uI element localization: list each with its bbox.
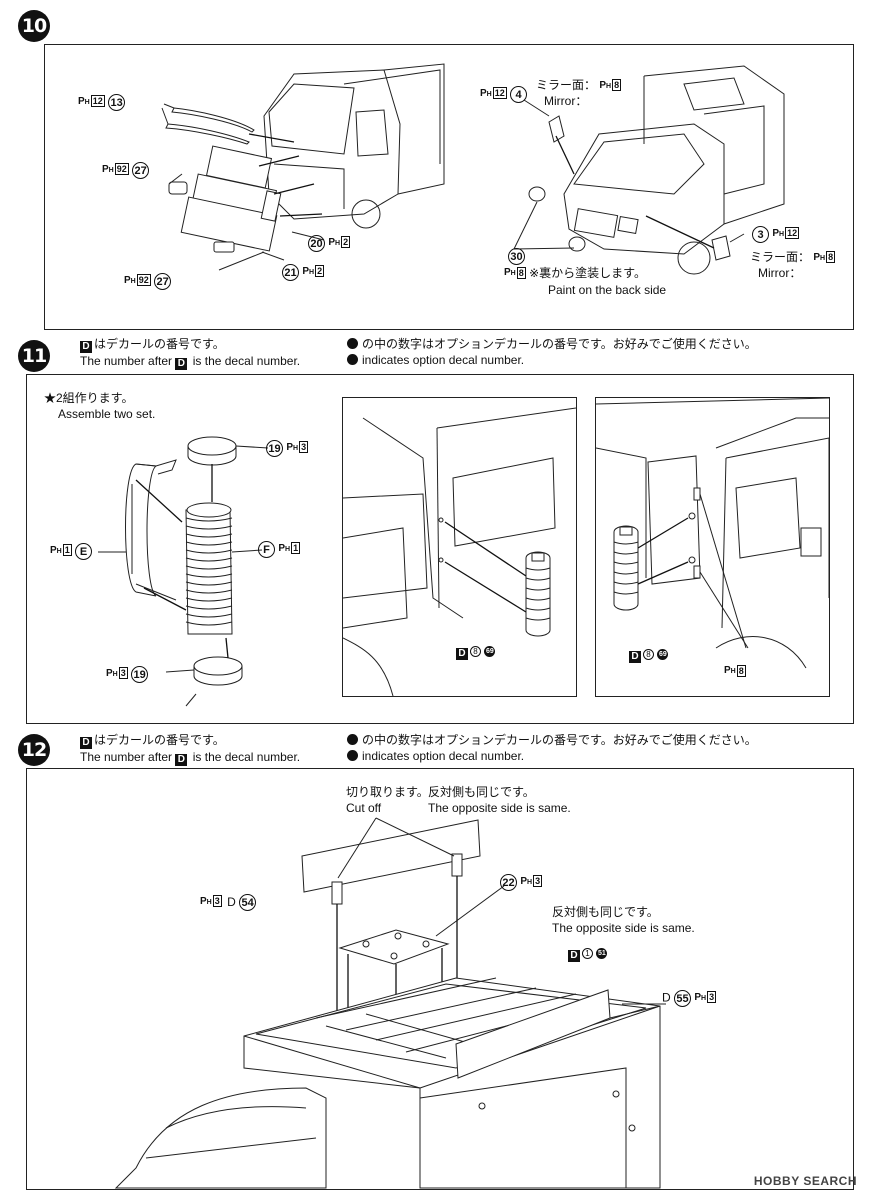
option-dot-icon: [347, 734, 358, 745]
opposite-note-right: 反対側も同じです。The opposite side is same.: [552, 905, 695, 935]
opposite-note-top: 反対側も同じです。The opposite side is same.: [428, 785, 571, 815]
option-dot-icon: [347, 354, 358, 365]
inset-left-drawing: [343, 407, 576, 696]
step-11-number: 11: [21, 345, 47, 367]
option-note-12: の中の数字はオプションデカールの番号です。お好みでご使用ください。 indica…: [347, 732, 757, 764]
step-11-inset-left: [342, 397, 577, 697]
assemble-two-note: ★2組作ります。 Assemble two set.: [44, 391, 156, 421]
label-part-30: 30: [508, 248, 525, 265]
step-12-number: 12: [21, 739, 47, 761]
option-note-11: の中の数字はオプションデカールの番号です。お好みでご使用ください。 indica…: [347, 336, 757, 368]
step-11-badge: 11: [18, 340, 50, 372]
cut-off-note: 切り取ります。Cut off: [346, 785, 429, 815]
step-10-right-illustration: [513, 65, 785, 275]
step-12-badge: 12: [18, 734, 50, 766]
decal-d-icon: D: [175, 358, 188, 370]
decal-d-icon: D: [80, 737, 92, 749]
inset-right-drawing: [596, 398, 829, 669]
step-10-badge: 10: [18, 10, 50, 42]
decal-d-icon: D: [175, 754, 188, 766]
step-11-inset-right: [595, 397, 830, 697]
step-11-exploded-view: [98, 436, 269, 707]
option-dot-icon: [347, 338, 358, 349]
option-dot-icon: [347, 750, 358, 761]
step-12-illustration: [114, 817, 666, 1189]
step-10-number: 10: [21, 15, 47, 37]
decal-d-icon: D: [80, 341, 92, 353]
step-10-left-illustration: [161, 63, 445, 271]
hobby-search-watermark: HOBBY SEARCH: [753, 1174, 857, 1188]
